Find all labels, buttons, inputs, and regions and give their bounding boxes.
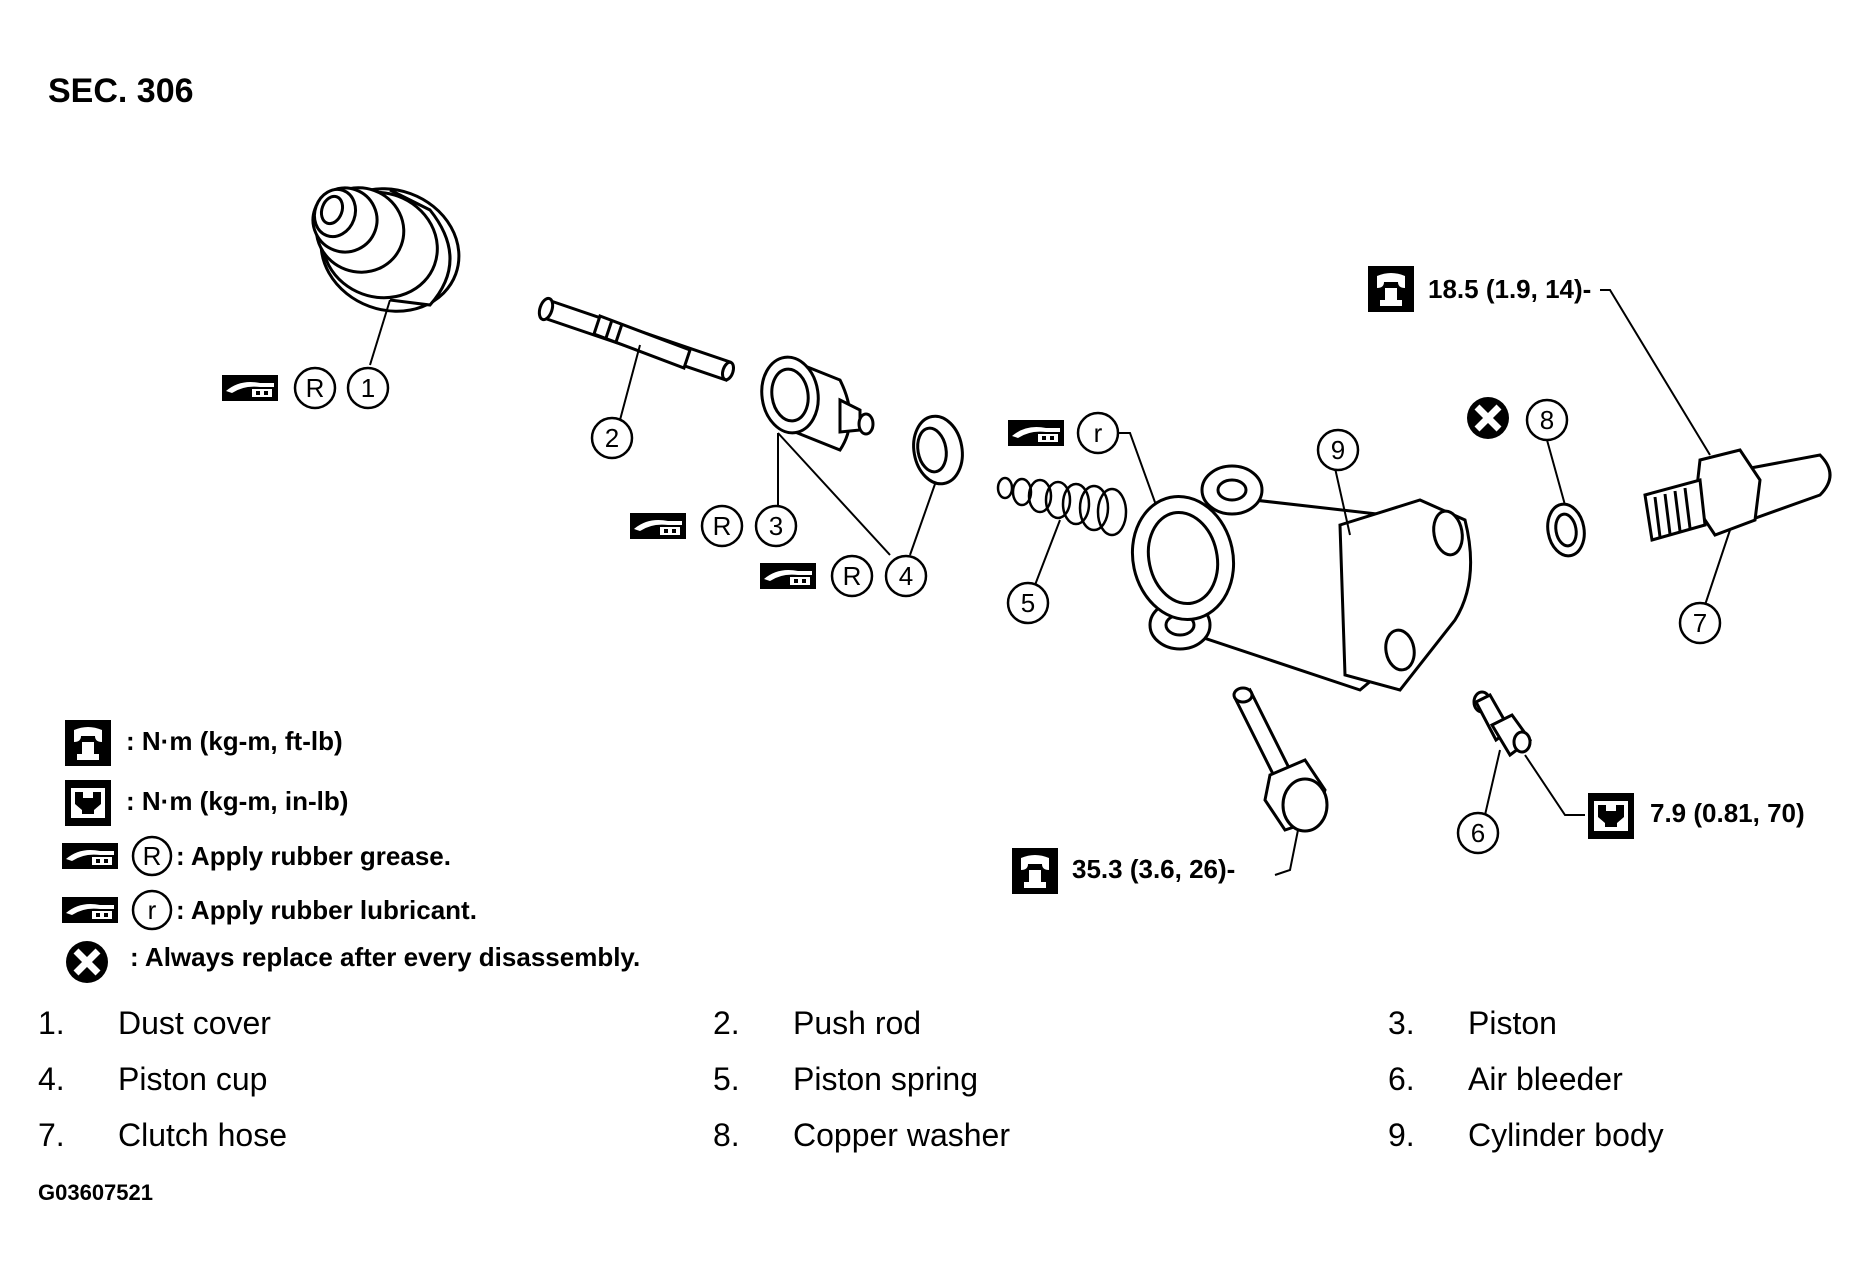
callout-4 xyxy=(884,554,928,598)
grease-icon xyxy=(62,897,118,923)
legend-r-circle xyxy=(131,889,173,931)
callout-7 xyxy=(1678,601,1722,645)
section-title: SEC. 306 xyxy=(48,72,194,110)
callout-R-1 xyxy=(293,366,337,410)
callout-R-1-label: R xyxy=(306,373,325,403)
torque-hose-value: 18.5 (1.9, 14)- xyxy=(1428,274,1591,304)
legend-r-label: r xyxy=(148,895,157,925)
grease-icon xyxy=(630,513,686,539)
legend-replace: : Always replace after every disassembly… xyxy=(130,942,640,972)
air-bleeder-drawing xyxy=(1472,690,1533,758)
callout-9 xyxy=(1316,428,1360,472)
callout-4-label: 4 xyxy=(899,561,913,591)
callout-R-3 xyxy=(700,504,744,548)
callout-R-4-label: R xyxy=(843,561,862,591)
replace-icon xyxy=(1467,397,1509,439)
wrench-filled-icon xyxy=(65,780,111,826)
wrench-icon xyxy=(65,720,111,766)
callout-r-9-label: r xyxy=(1094,418,1103,448)
callout-5-label: 5 xyxy=(1021,588,1035,618)
torque-bolt-value: 35.3 (3.6, 26)- xyxy=(1072,854,1235,884)
clutch-hose-drawing xyxy=(1643,448,1832,542)
legend: : N·m (kg-m, ft-lb) : N·m (kg-m, in-lb) … xyxy=(62,720,640,983)
callout-R-4 xyxy=(830,554,874,598)
legend-torque-inlb: : N·m (kg-m, in-lb) xyxy=(126,786,348,816)
callout-1-label: 1 xyxy=(361,373,375,403)
legend-torque-ftlb: : N·m (kg-m, ft-lb) xyxy=(126,726,343,756)
grease-icon xyxy=(62,843,118,869)
piston-cup-drawing xyxy=(912,414,964,486)
dust-cover-drawing xyxy=(311,186,461,313)
wrench-icon xyxy=(1368,266,1414,312)
legend-lubricant: : Apply rubber lubricant. xyxy=(176,895,477,925)
callout-6-label: 6 xyxy=(1471,818,1485,848)
copper-washer-drawing xyxy=(1546,502,1586,558)
legend-R-label: R xyxy=(143,841,162,871)
callout-6 xyxy=(1456,811,1500,855)
torque-bleeder-value: 7.9 (0.81, 70) xyxy=(1650,798,1805,828)
callout-7-label: 7 xyxy=(1693,608,1707,638)
wrench-icon xyxy=(1012,848,1058,894)
callout-2 xyxy=(590,416,634,460)
callout-9-label: 9 xyxy=(1331,435,1345,465)
wrench-filled-icon xyxy=(1588,793,1634,839)
callout-2-label: 2 xyxy=(605,423,619,453)
callout-8-label: 8 xyxy=(1540,405,1554,435)
callout-3-label: 3 xyxy=(769,511,783,541)
grease-icon xyxy=(222,375,278,401)
grease-icon xyxy=(760,563,816,589)
legend-R-circle xyxy=(131,835,173,877)
figure-code: G03607521 xyxy=(38,1180,153,1205)
piston-spring-drawing xyxy=(996,476,1128,537)
replace-icon xyxy=(66,941,108,983)
callout-5 xyxy=(1006,581,1050,625)
legend-grease: : Apply rubber grease. xyxy=(176,841,451,871)
piston-drawing xyxy=(760,355,875,452)
push-rod-drawing xyxy=(537,296,736,382)
callout-R-3-label: R xyxy=(713,511,732,541)
callout-3 xyxy=(754,504,798,548)
callout-1 xyxy=(346,366,390,410)
mounting-bolt-drawing xyxy=(1232,686,1329,833)
cylinder-body-drawing xyxy=(1130,464,1473,692)
grease-icon xyxy=(1008,420,1064,446)
